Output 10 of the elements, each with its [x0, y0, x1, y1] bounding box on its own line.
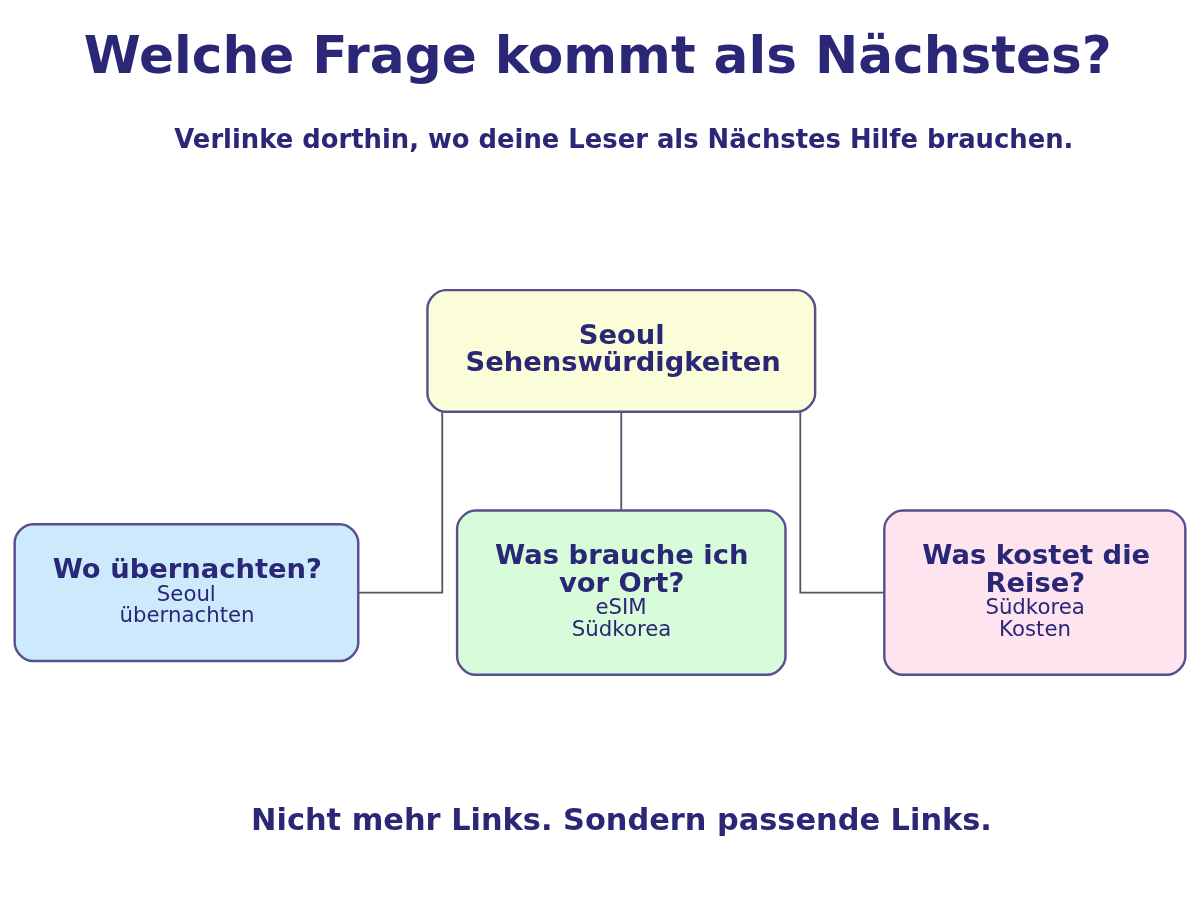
label: Verlinke dorthin, wo deine Leser als Nächstes Hilfe brauchen. — [174, 123, 1074, 154]
node-box: Wo übernachten? Seoul übernachten — [13, 522, 360, 662]
connector — [357, 410, 444, 594]
connector — [799, 410, 885, 594]
label: Nicht mehr Links. Sondern passende Links. — [251, 801, 992, 837]
node-box: Was kostet die Reise? Südkorea Kosten — [883, 508, 1187, 676]
diagram-title: Welche Frage kommt als Nächstes? — [83, 24, 1112, 85]
node-box: Seoul Sehenswürdigkeiten — [426, 288, 817, 413]
connector — [620, 410, 623, 511]
node-box: Was brauche ich vor Ort? eSIM Südkorea — [455, 508, 787, 676]
